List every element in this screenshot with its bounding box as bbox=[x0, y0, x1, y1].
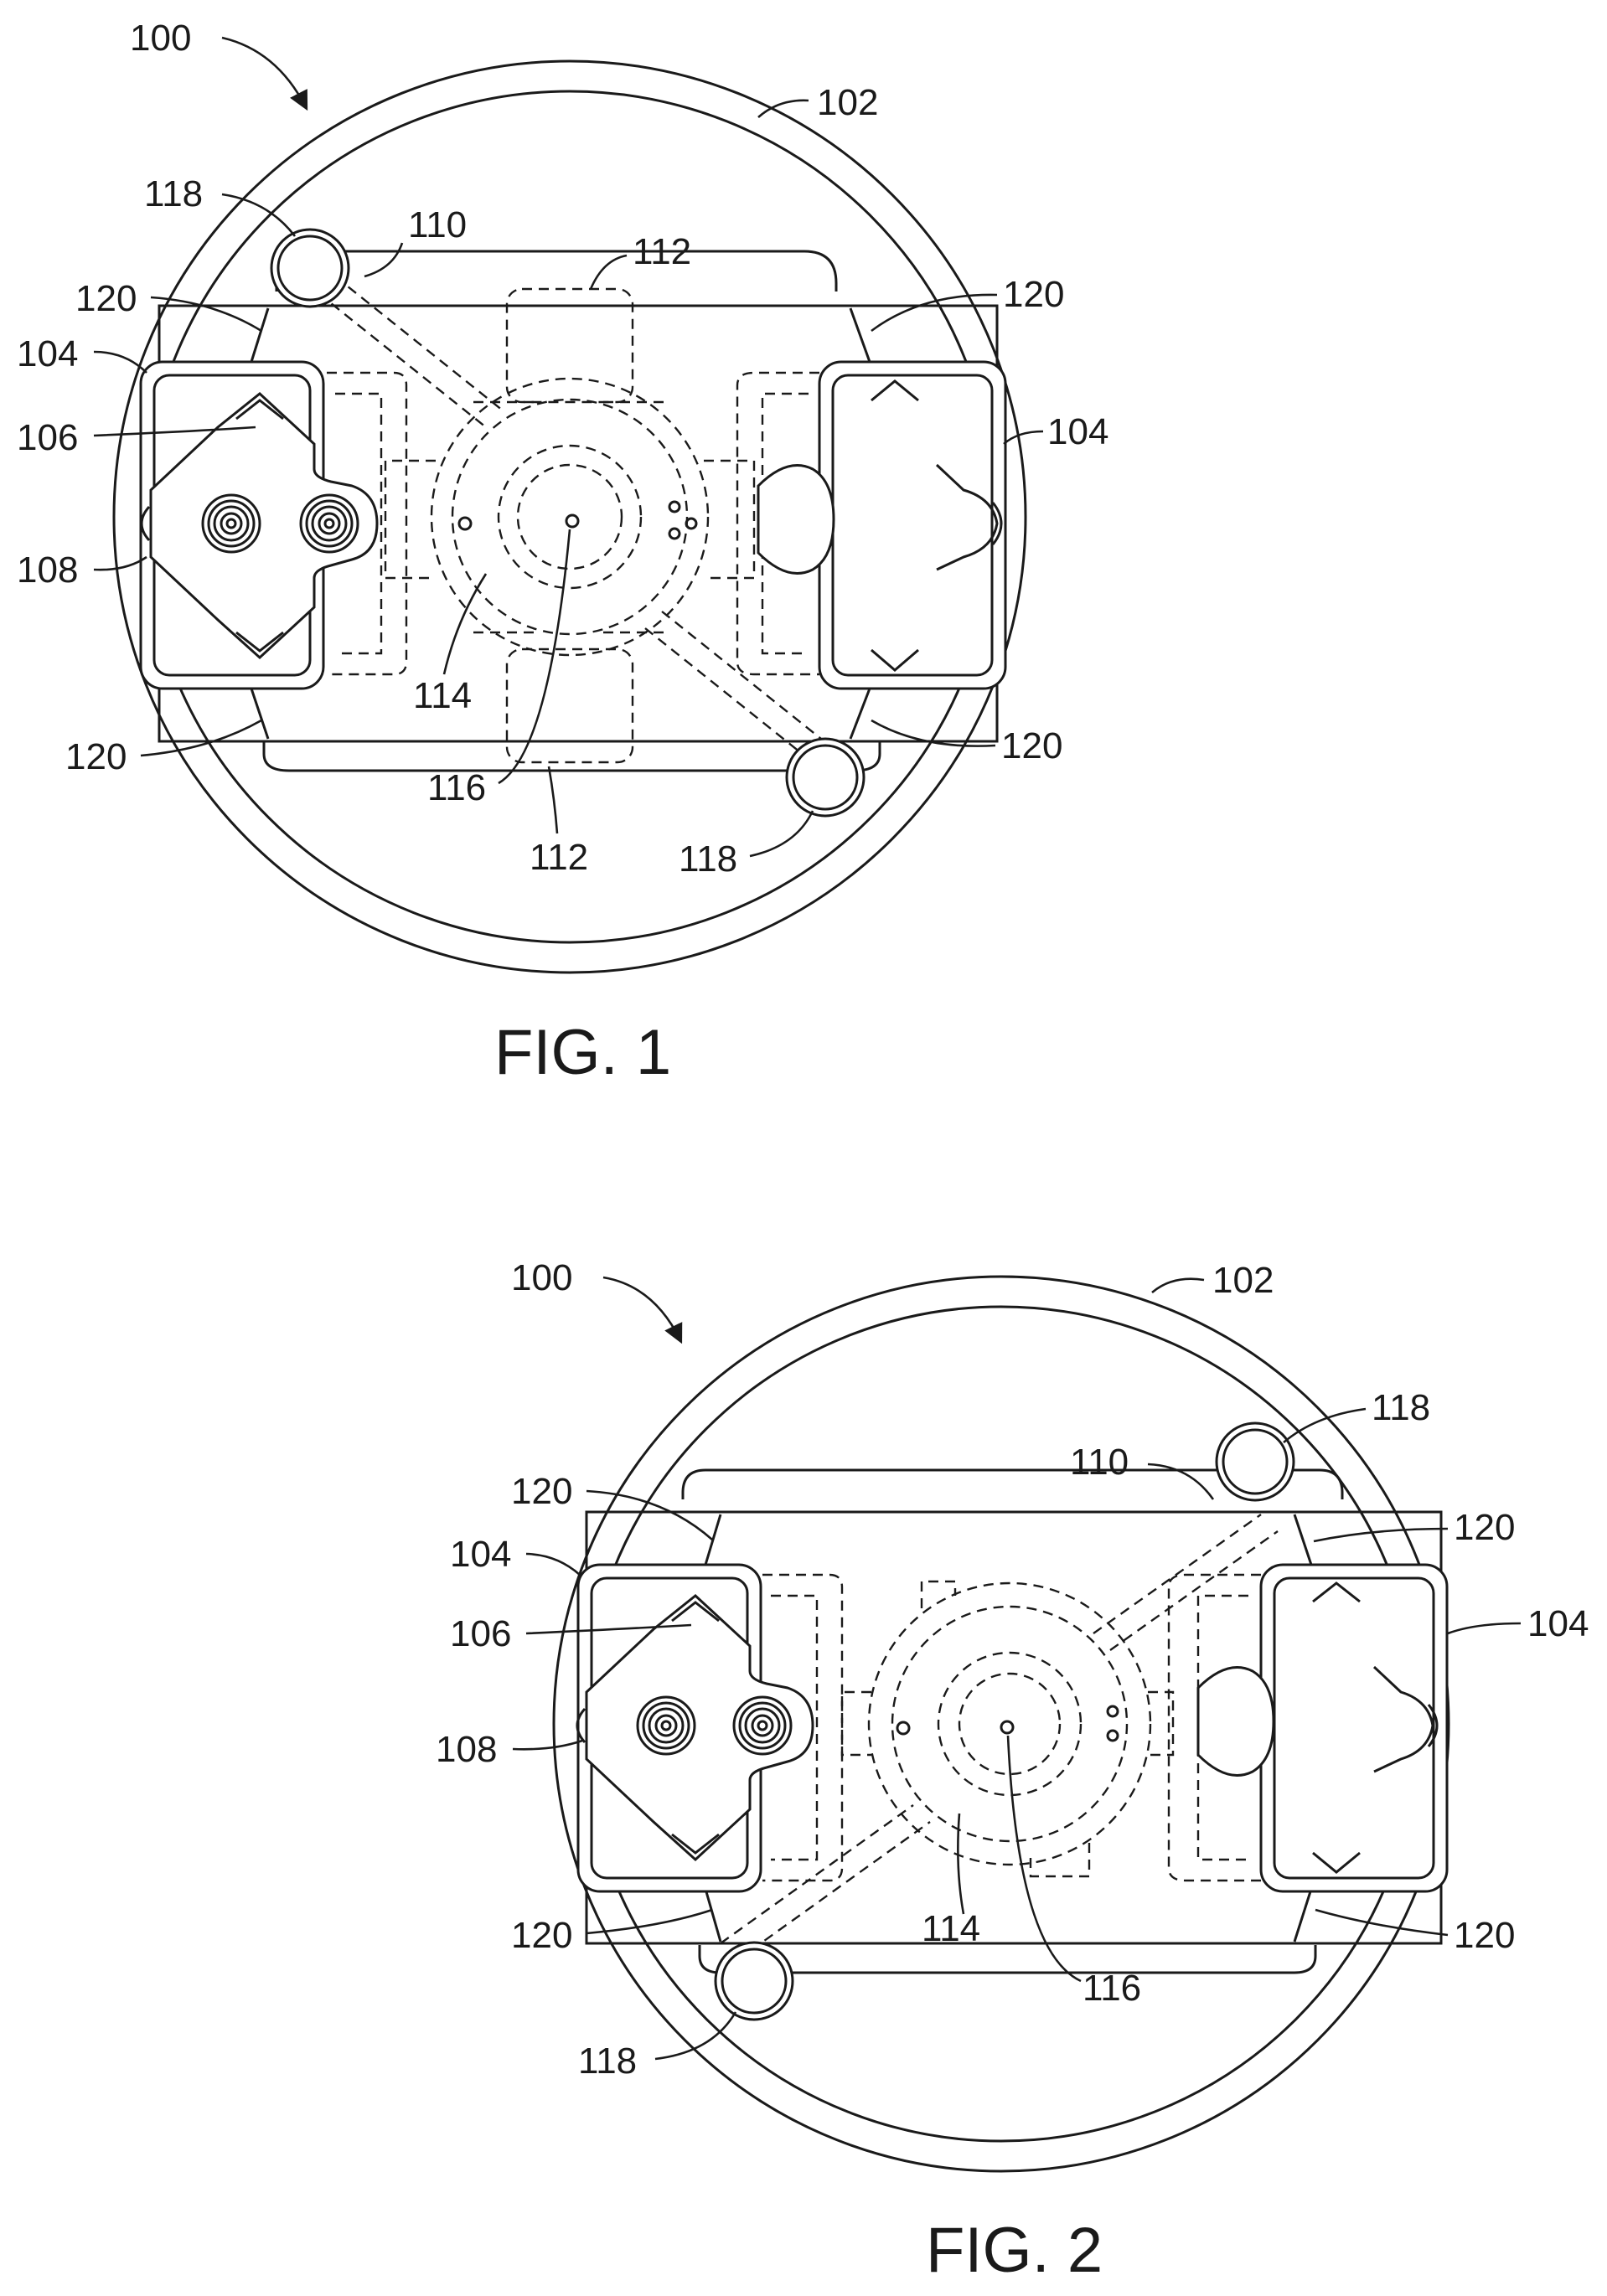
fig2-roller-bottom bbox=[716, 1943, 793, 2020]
fig2-hole bbox=[1108, 1731, 1118, 1741]
figure-2: 100 102 118 110 120 120 104 104 106 108 … bbox=[436, 1257, 1589, 2286]
fig1-hole bbox=[669, 529, 679, 539]
fig2-label-104-right: 104 bbox=[1527, 1603, 1589, 1644]
fig1-label-108: 108 bbox=[17, 549, 78, 591]
fig1-bracket-right bbox=[737, 362, 1005, 689]
fig1-link-top-right bbox=[850, 308, 870, 362]
fig2-link-bottom-right bbox=[1294, 1889, 1311, 1942]
fig1-label-102: 102 bbox=[817, 82, 878, 123]
fig1-label-120-bottom-right: 120 bbox=[1001, 725, 1062, 766]
fig1-link-bottom-left bbox=[251, 689, 268, 739]
fig2-label-120-bottom-right: 120 bbox=[1454, 1915, 1515, 1956]
fig1-caption: FIG. 1 bbox=[494, 1017, 671, 1088]
fig1-label-106: 106 bbox=[17, 417, 78, 458]
fig2-link-bottom-left bbox=[705, 1889, 721, 1942]
fig1-link-top-left bbox=[251, 308, 268, 362]
figure-1: 100 102 118 110 112 120 120 104 106 104 … bbox=[17, 18, 1108, 1088]
fig2-hole bbox=[897, 1722, 909, 1734]
fig2-hole bbox=[1108, 1706, 1118, 1716]
fig1-label-118-top: 118 bbox=[144, 173, 203, 214]
fig1-label-104-left: 104 bbox=[17, 333, 78, 374]
fig1-center-pin bbox=[566, 515, 578, 527]
fig2-label-110: 110 bbox=[1070, 1442, 1129, 1483]
fig1-top-plate bbox=[276, 251, 836, 292]
fig2-bracket-right bbox=[1169, 1565, 1447, 1891]
fig2-link-top-right bbox=[1294, 1514, 1311, 1565]
fig2-label-116: 116 bbox=[1083, 1968, 1141, 2009]
fig2-label-102: 102 bbox=[1212, 1260, 1274, 1301]
fig1-slot-bottom bbox=[507, 649, 633, 762]
fig1-roller-bottom bbox=[787, 739, 864, 816]
fig1-label-120-bottom-left: 120 bbox=[65, 736, 127, 777]
fig1-hole bbox=[459, 518, 471, 529]
fig2-label-104-left: 104 bbox=[450, 1534, 511, 1575]
fig1-drawing bbox=[114, 61, 1026, 973]
fig1-hole bbox=[669, 502, 679, 512]
fig2-label-120-bottom-left: 120 bbox=[511, 1915, 572, 1956]
fig1-label-104-right: 104 bbox=[1047, 411, 1108, 452]
fig2-drawing bbox=[554, 1277, 1449, 2171]
fig2-label-120-top-right: 120 bbox=[1454, 1507, 1515, 1548]
fig2-label-108: 108 bbox=[436, 1729, 497, 1770]
fig2-caption: FIG. 2 bbox=[926, 2215, 1103, 2286]
fig1-label-110: 110 bbox=[408, 204, 467, 245]
fig1-link-bottom-right bbox=[850, 689, 870, 739]
fig2-label-114: 114 bbox=[922, 1908, 980, 1949]
fig1-roller-top bbox=[271, 230, 349, 307]
fig1-label-118-bottom: 118 bbox=[679, 838, 737, 880]
fig2-label-118-top: 118 bbox=[1372, 1387, 1430, 1428]
fig1-hub bbox=[318, 276, 829, 762]
fig2-label-120-top-left: 120 bbox=[511, 1471, 572, 1512]
fig1-label-112-top: 112 bbox=[633, 231, 691, 272]
fig2-link-top-left bbox=[705, 1514, 721, 1565]
fig2-bottom-plate bbox=[700, 1945, 1315, 1973]
fig2-center-pin bbox=[1001, 1721, 1013, 1733]
fig1-label-120-top-left: 120 bbox=[75, 278, 137, 319]
fig2-label-106: 106 bbox=[450, 1613, 511, 1654]
fig2-roller-top bbox=[1217, 1423, 1294, 1500]
fig1-label-100: 100 bbox=[130, 18, 191, 59]
fig1-label-116: 116 bbox=[427, 767, 486, 808]
fig1-label-112-bottom: 112 bbox=[530, 837, 588, 878]
fig1-label-120-top-right: 120 bbox=[1003, 274, 1064, 315]
fig2-label-100: 100 bbox=[511, 1257, 572, 1298]
fig1-label-114: 114 bbox=[413, 675, 472, 716]
fig2-label-118-bottom: 118 bbox=[578, 2041, 637, 2082]
